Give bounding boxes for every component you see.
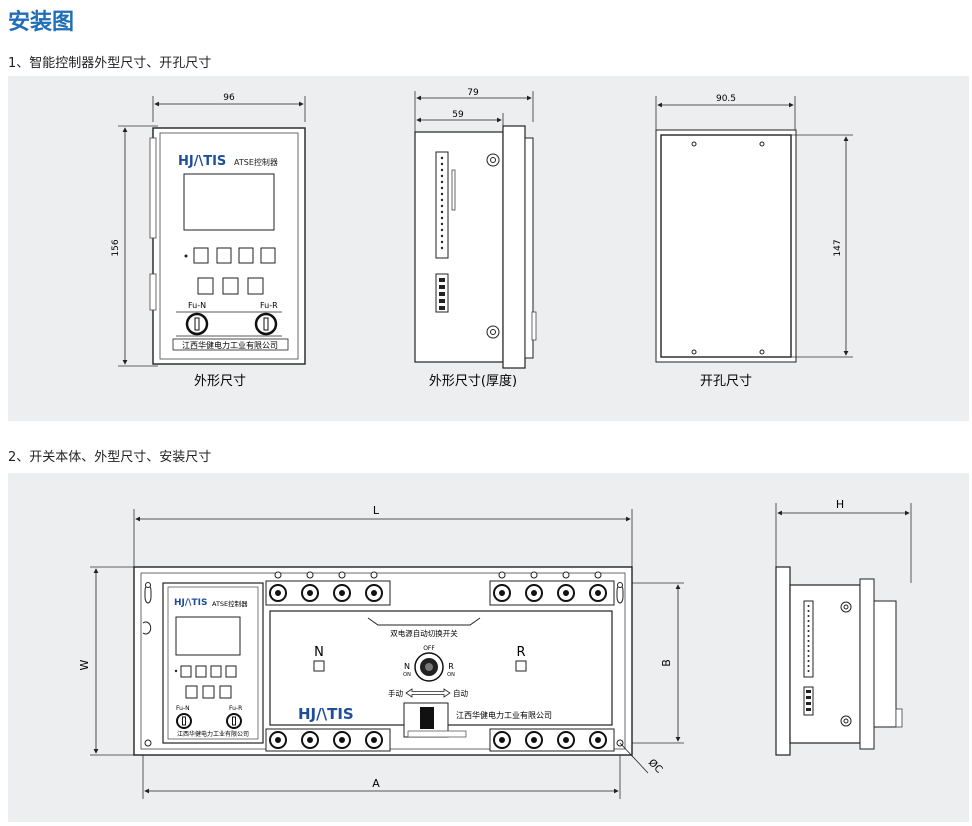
side-caption: 外形尺寸(厚度) [429, 373, 517, 389]
controller-drawing-panel: 96 156 HJ/\TIS ATSE控制器 Fu-N Fu-R 江西华健电力工… [8, 76, 969, 421]
section-1-heading: 1、智能控制器外型尺寸、开孔尺寸 [8, 56, 212, 71]
terminal-block-top-left [265, 571, 391, 606]
side-body [414, 131, 504, 363]
embedded-controller: HJ/\TIS ATSE控制器 Fu-N Fu-R 江西华健电力工业有限公司 [162, 582, 264, 744]
embedded-fuse-left: Fu-N [176, 705, 190, 712]
switch-label-r: R [516, 645, 525, 660]
switch-W-dim: W [78, 659, 91, 670]
cutout-view: 90.5 147 开孔尺寸 [655, 94, 853, 389]
knob-r-label: R [448, 662, 454, 671]
knob-n-on-label: ON [403, 672, 411, 678]
controller-front-view: 96 156 HJ/\TIS ATSE控制器 Fu-N Fu-R 江西华健电力工… [111, 93, 306, 389]
switch-drawing-panel: L W B A [8, 473, 969, 822]
knob-off-label: OFF [423, 645, 435, 652]
front-brand-logo: HJ/\TIS [178, 154, 226, 169]
front-brand-suffix: ATSE控制器 [234, 157, 278, 167]
knob-r-on-label: ON [447, 672, 455, 678]
front-caption: 外形尺寸 [194, 374, 246, 389]
terminal-block-bottom-right [489, 728, 615, 752]
section-2-heading: 2、开关本体、外型尺寸、安装尺寸 [8, 450, 212, 465]
switch-H-dim: H [836, 498, 844, 511]
front-fuse-right-label: Fu-R [260, 301, 278, 310]
front-display [183, 173, 275, 231]
front-fuse-left-label: Fu-N [188, 301, 206, 310]
switch-side-view: H [775, 498, 912, 756]
terminal-block-top-right [489, 571, 615, 606]
side-outer-dim: 79 [467, 88, 479, 98]
switch-A-dim: A [372, 777, 380, 790]
embedded-brand-logo: HJ/\TIS [174, 598, 207, 608]
switch-brand-logo: HJ/\TIS [298, 705, 354, 723]
switch-B-dim: B [660, 659, 673, 667]
side-inner-dim: 59 [452, 110, 464, 120]
switch-C-dim-line [619, 742, 649, 774]
cutout-height-dim: 147 [833, 239, 843, 256]
cutout-caption: 开孔尺寸 [700, 374, 752, 389]
front-height-dim: 156 [111, 239, 121, 256]
switch-C-dim: ØC [646, 757, 665, 776]
knob-n-label: N [404, 662, 410, 671]
front-body [152, 127, 306, 365]
embedded-company: 江西华健电力工业有限公司 [177, 730, 249, 738]
switch-label-n: N [314, 645, 324, 660]
embedded-fuse-right: Fu-R [229, 705, 242, 712]
cutout-hole [660, 134, 792, 358]
auto-label: 自动 [453, 688, 468, 698]
switch-title: 双电源自动切换开关 [390, 628, 458, 638]
front-company-label: 江西华健电力工业有限公司 [182, 340, 278, 350]
switch-L-dim: L [373, 504, 380, 517]
switch-drawings: L W B A [78, 498, 912, 799]
embedded-brand-suffix: ATSE控制器 [212, 599, 248, 608]
side-mount-plate [775, 566, 791, 756]
switch-company-label: 江西华健电力工业有限公司 [456, 710, 552, 720]
page-title: 安装图 [8, 10, 75, 35]
controller-side-view: 79 59 外形尺寸(厚度) [414, 88, 537, 389]
manual-label: 手动 [388, 688, 403, 698]
terminal-block-bottom-left [265, 728, 391, 752]
controller-drawings: 96 156 HJ/\TIS ATSE控制器 Fu-N Fu-R 江西华健电力工… [111, 88, 853, 389]
double-arrow-icon [405, 688, 451, 698]
switch-panel: 双电源自动切换开关 N R OFF N ON R ON 手动 自动 HJ/\TI… [269, 610, 613, 738]
front-width-dim: 96 [223, 93, 235, 103]
cutout-width-dim: 90.5 [716, 94, 736, 104]
switch-front-view: L W B A [78, 504, 684, 799]
